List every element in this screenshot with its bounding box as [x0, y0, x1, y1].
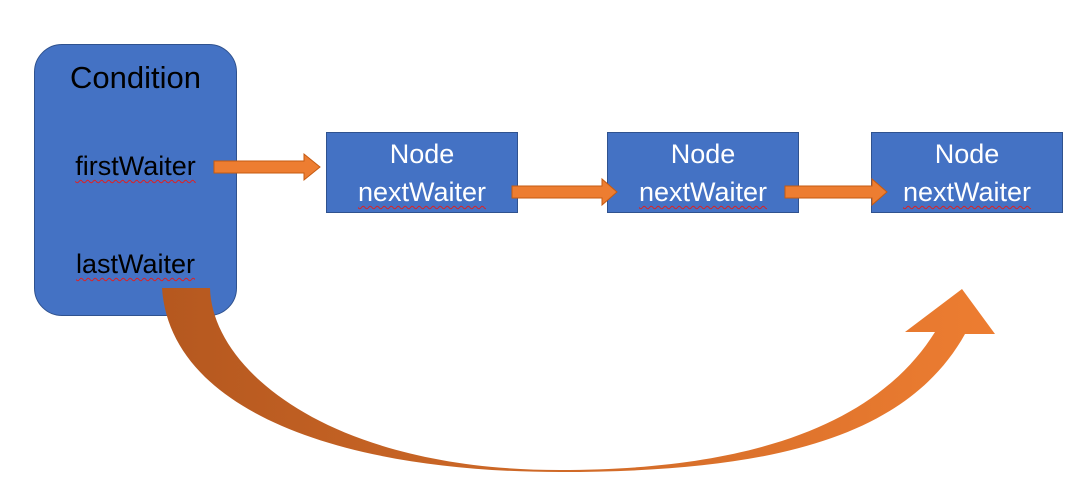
- last-waiter-text: lastWaiter: [75, 249, 196, 279]
- first-waiter-label: firstWaiter: [34, 150, 237, 182]
- first-waiter-text: firstWaiter: [75, 151, 196, 181]
- arrow-first-to-node1: [213, 152, 321, 182]
- node-1-title: Node: [389, 139, 455, 169]
- node-3-field-text: nextWaiter: [902, 177, 1032, 207]
- arrow-node2-to-node3: [784, 177, 888, 207]
- last-waiter-label: lastWaiter: [34, 248, 237, 280]
- node-2-field: nextWaiter: [607, 176, 799, 208]
- node-1-field-text: nextWaiter: [357, 177, 487, 207]
- condition-title: Condition: [70, 60, 201, 95]
- node-box-3: [871, 132, 1063, 213]
- node-3-field: nextWaiter: [871, 176, 1063, 208]
- node-2-title: Node: [670, 139, 736, 169]
- node-1-field: nextWaiter: [326, 176, 518, 208]
- curved-arrow-last-to-node3: [162, 288, 995, 472]
- node-2-field-text: nextWaiter: [638, 177, 768, 207]
- node-box-1: [326, 132, 518, 213]
- node-3-title: Node: [934, 139, 1000, 169]
- arrow-node1-to-node2: [511, 177, 618, 207]
- node-box-2: [607, 132, 799, 213]
- condition-box: [34, 44, 237, 316]
